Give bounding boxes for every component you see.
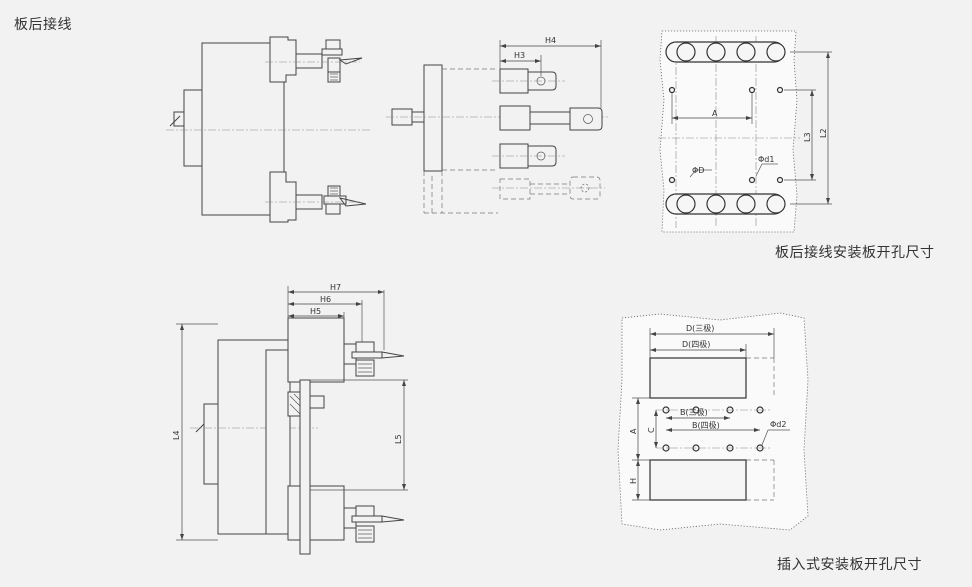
dim-label-phid2: Φd2 <box>770 420 786 429</box>
dim-label-D-four-pole: D(四极) <box>682 339 710 349</box>
dim-label-L5: L5 <box>394 434 403 444</box>
dim-label-H6: H6 <box>320 295 331 304</box>
dim-label-D-three-pole: D(三极) <box>686 323 714 333</box>
plug-in-panel-cutout <box>617 312 809 531</box>
dim-label-H: H <box>629 478 638 484</box>
dim-label-C: C <box>647 427 656 433</box>
dim-label-L3: L3 <box>803 132 812 142</box>
page-heading: 板后接线 <box>14 17 72 33</box>
rear-panel-cutout <box>658 30 832 233</box>
plug-in-panel-caption: 插入式安装板开孔尺寸 <box>777 557 922 573</box>
dim-label-H3: H3 <box>514 51 525 60</box>
dim-label-B-four-pole: B(四极) <box>692 420 720 430</box>
dim-label-L4: L4 <box>172 430 181 440</box>
plug-in-side-view <box>176 286 408 555</box>
rear-panel-caption: 板后接线安装板开孔尺寸 <box>775 245 935 261</box>
dim-label-A-top: A <box>712 109 718 118</box>
dim-label-L2: L2 <box>819 128 828 138</box>
dim-label-phiD: ΦD <box>692 166 704 175</box>
dim-label-A-bottom: A <box>629 428 638 434</box>
dim-label-H7: H7 <box>330 283 341 292</box>
terminal-extension-view <box>386 40 610 214</box>
dim-label-H5: H5 <box>310 307 321 316</box>
dim-label-B-three-pole: B(三极) <box>680 407 708 417</box>
rear-connection-side-view <box>166 36 372 223</box>
dim-label-H4: H4 <box>545 36 556 45</box>
dim-label-phid1: Φd1 <box>758 155 774 164</box>
